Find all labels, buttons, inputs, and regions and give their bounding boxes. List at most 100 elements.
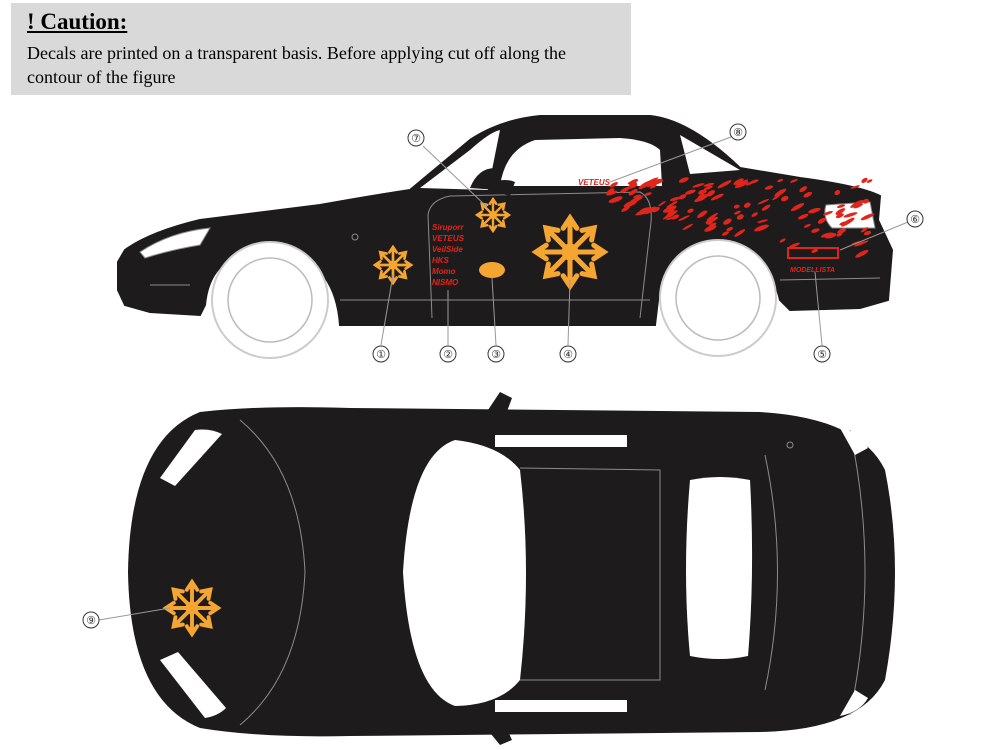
splash-streak (639, 207, 651, 214)
splash-streak (863, 230, 872, 236)
callout-9: ⑨ (86, 614, 96, 627)
top-view-car (128, 392, 895, 745)
splash-streak (855, 249, 869, 258)
svg-text:Momo: Momo (432, 267, 456, 276)
splash-streak (779, 238, 786, 243)
splash-streak (627, 180, 636, 185)
splash-streak (808, 207, 821, 214)
splash-streak (723, 218, 732, 225)
splash-streak (743, 202, 751, 208)
top-headlight-left (160, 429, 222, 486)
splash-streak (853, 203, 864, 209)
splash-streak (704, 225, 717, 232)
splash-streak (764, 185, 774, 190)
splash-streak (780, 195, 789, 202)
splash-streak (817, 217, 826, 224)
splash-streak (687, 208, 694, 213)
side-view-car (117, 115, 894, 359)
front-wheel (211, 241, 329, 359)
splash-streak (834, 190, 841, 196)
top-windshield (403, 440, 526, 706)
splash-streak (777, 178, 784, 183)
splash-streak (761, 204, 771, 211)
rear-splash-decal (606, 177, 875, 258)
splash-streak (836, 204, 846, 208)
svg-text:Siruporr: Siruporr (432, 223, 464, 232)
decal-3 (479, 262, 505, 278)
callout-labels: ① ② ③ ④ ⑤ ⑥ ⑦ ⑧ ⑨ (82, 123, 924, 629)
top-mirror-right (478, 714, 512, 745)
decal-sun-7 (475, 197, 511, 233)
splash-streak (860, 213, 875, 221)
splash-streak (853, 240, 869, 247)
decal-sponsor-stack: Siruporr VETEUS VeilSide HKS Momo NISMO (432, 223, 465, 287)
top-rear-window (686, 477, 753, 659)
splash-streak (623, 200, 638, 208)
decal-6 (787, 247, 839, 259)
splash-streak (835, 208, 846, 215)
splash-streak (839, 221, 846, 226)
splash-streak (739, 179, 749, 185)
callout-4: ④ (563, 348, 573, 361)
splash-streak (843, 212, 858, 218)
splash-streak (841, 217, 855, 227)
splash-streak (662, 205, 677, 213)
decal-sun-9 (164, 580, 220, 636)
splash-streak (606, 188, 615, 195)
splash-streak (644, 206, 656, 215)
splash-streak (682, 223, 693, 230)
splash-streak (757, 219, 768, 223)
splash-streak (866, 179, 873, 183)
decal-door-top: VETEUS (578, 178, 611, 187)
splash-streak (612, 196, 623, 201)
splash-streak (667, 210, 678, 218)
splash-streak (754, 224, 769, 232)
splash-streak (721, 231, 730, 236)
splash-streak (669, 196, 681, 202)
splash-streak (678, 215, 690, 221)
top-headlight-right (160, 652, 226, 718)
splash-streak (803, 223, 811, 228)
splash-streak (709, 222, 717, 227)
splash-streak (836, 232, 843, 237)
splash-streak (797, 213, 809, 220)
splash-streak (649, 184, 657, 189)
splash-streak (671, 214, 680, 220)
splash-streak (694, 193, 709, 203)
callout-7: ⑦ (411, 132, 421, 145)
splash-streak (658, 200, 666, 207)
splash-streak (619, 186, 630, 193)
splash-streak (703, 185, 713, 191)
splash-streak (811, 248, 819, 253)
callout-6: ⑥ (910, 213, 920, 226)
callout-2: ② (443, 348, 453, 361)
splash-streak (646, 181, 658, 187)
splash-streak (835, 213, 844, 219)
splash-streak (706, 190, 715, 197)
side-window-rear (680, 135, 740, 174)
callout-5: ⑤ (817, 348, 827, 361)
splash-streak (726, 227, 733, 232)
splash-streak (734, 229, 746, 237)
splash-streak (692, 183, 705, 188)
splash-streak (671, 200, 678, 205)
splash-streak (821, 232, 834, 238)
splash-streak (850, 185, 860, 189)
splash-streak (631, 182, 638, 188)
rear-wheel (659, 239, 777, 357)
callout-3: ③ (491, 348, 501, 361)
splash-streak (790, 203, 805, 212)
splash-streak (774, 188, 787, 197)
splash-streak (788, 242, 800, 248)
splash-streak (703, 182, 715, 187)
splash-streak (706, 212, 718, 221)
side-mirror (484, 180, 515, 196)
splash-streak (678, 194, 687, 200)
splash-streak (860, 227, 868, 233)
splash-streak (684, 189, 696, 195)
splash-streak (734, 210, 741, 215)
splash-streak (811, 228, 820, 233)
splash-streak (862, 198, 869, 204)
callout-8: ⑧ (733, 126, 743, 139)
top-mirror-left (478, 392, 512, 430)
